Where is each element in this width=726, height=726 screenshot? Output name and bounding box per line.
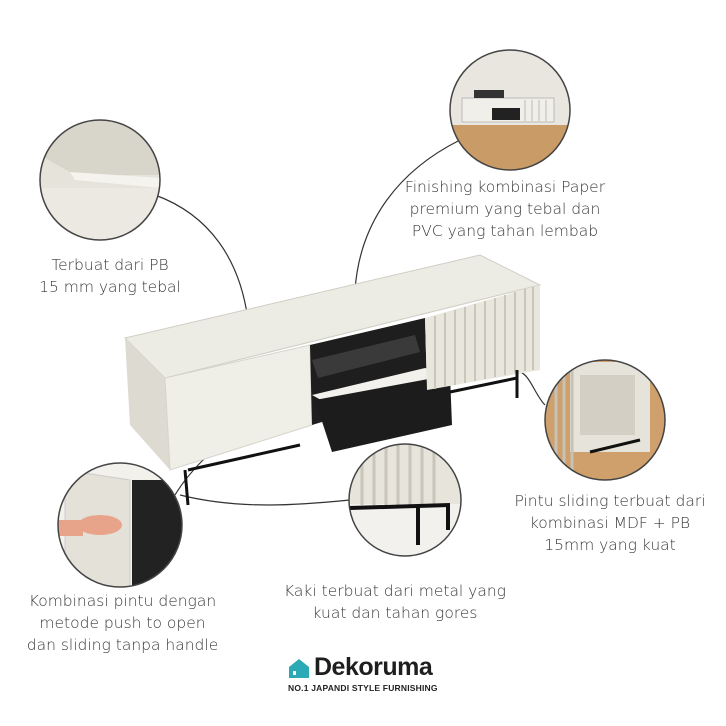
caption-line: kuat dan tahan gores: [312, 604, 478, 622]
caption-sliding: Pintu sliding terbuat dari kombinasi MDF…: [495, 490, 725, 556]
caption-line: 15 mm yang tebal: [39, 278, 181, 296]
detail-sliding-circle: [545, 360, 665, 480]
detail-push-circle: [58, 463, 182, 587]
caption-line: Pintu sliding terbuat dari: [514, 492, 706, 510]
caption-line: Terbuat dari PB: [51, 256, 169, 274]
caption-finishing: Finishing kombinasi Paper premium yang t…: [385, 176, 625, 242]
caption-line: Finishing kombinasi Paper: [404, 178, 606, 196]
brand-tagline: NO.1 JAPANDI STYLE FURNISHING: [288, 683, 438, 693]
caption-line: Kombinasi pintu dengan: [28, 592, 217, 610]
house-icon: [289, 658, 309, 678]
caption-line: 15mm yang kuat: [544, 536, 676, 554]
tv-cabinet: [124, 254, 542, 506]
caption-shelf: Terbuat dari PB 15 mm yang tebal: [20, 254, 200, 298]
caption-line: Kaki terbuat dari metal yang: [284, 582, 506, 600]
dekoruma-logo: Dekoruma NO.1 JAPANDI STYLE FURNISHING: [288, 653, 448, 693]
caption-line: PVC yang tahan lembab: [411, 222, 599, 240]
caption-push: Kombinasi pintu dengan metode push to op…: [5, 590, 240, 656]
detail-shelf-circle: [40, 120, 160, 240]
caption-line: premium yang tebal dan: [409, 200, 601, 218]
caption-line: dan sliding tanpa handle: [26, 636, 219, 654]
caption-line: kombinasi MDF + PB: [529, 514, 691, 532]
caption-line: metode push to open: [39, 614, 206, 632]
caption-legs: Kaki terbuat dari metal yang kuat dan ta…: [275, 580, 515, 624]
brand-name: Dekoruma: [314, 653, 433, 681]
